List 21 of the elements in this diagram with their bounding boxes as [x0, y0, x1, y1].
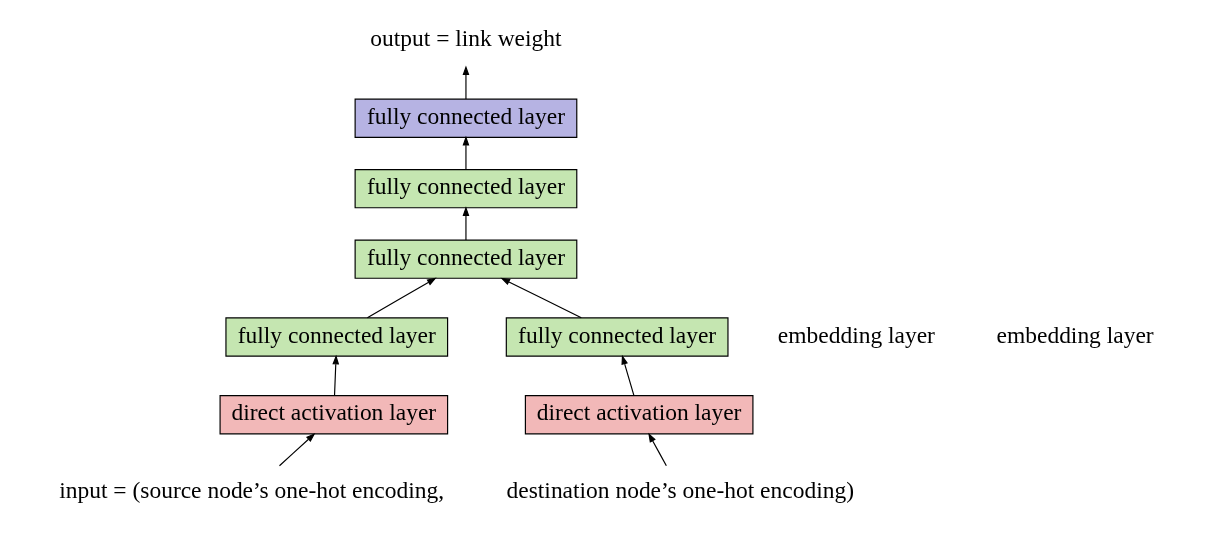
node-box: fully connected layer: [224, 317, 448, 357]
arrow: [278, 433, 315, 467]
arrow: [647, 432, 667, 467]
label: embedding layer: [996, 321, 1154, 348]
node-box: fully connected layer: [354, 239, 577, 279]
label: embedding layer: [777, 321, 935, 348]
node-box: fully connected layer: [505, 317, 729, 357]
node-text: input = (source node’s one-hot encoding,: [58, 477, 444, 504]
node-box: fully connected layer: [354, 98, 577, 138]
arrow: [462, 135, 469, 171]
arrow: [331, 354, 339, 397]
node-box: direct activation layer: [219, 395, 448, 435]
node-box: fully connected layer: [354, 169, 577, 209]
arrow: [366, 277, 437, 319]
arrow: [462, 65, 469, 100]
arrow: [620, 354, 635, 397]
arrow: [462, 206, 469, 241]
node-box: direct activation layer: [524, 395, 753, 435]
node-text: destination node’s one-hot encoding): [506, 477, 854, 504]
arrow: [499, 277, 582, 319]
node-text: output = link weight: [369, 25, 562, 52]
